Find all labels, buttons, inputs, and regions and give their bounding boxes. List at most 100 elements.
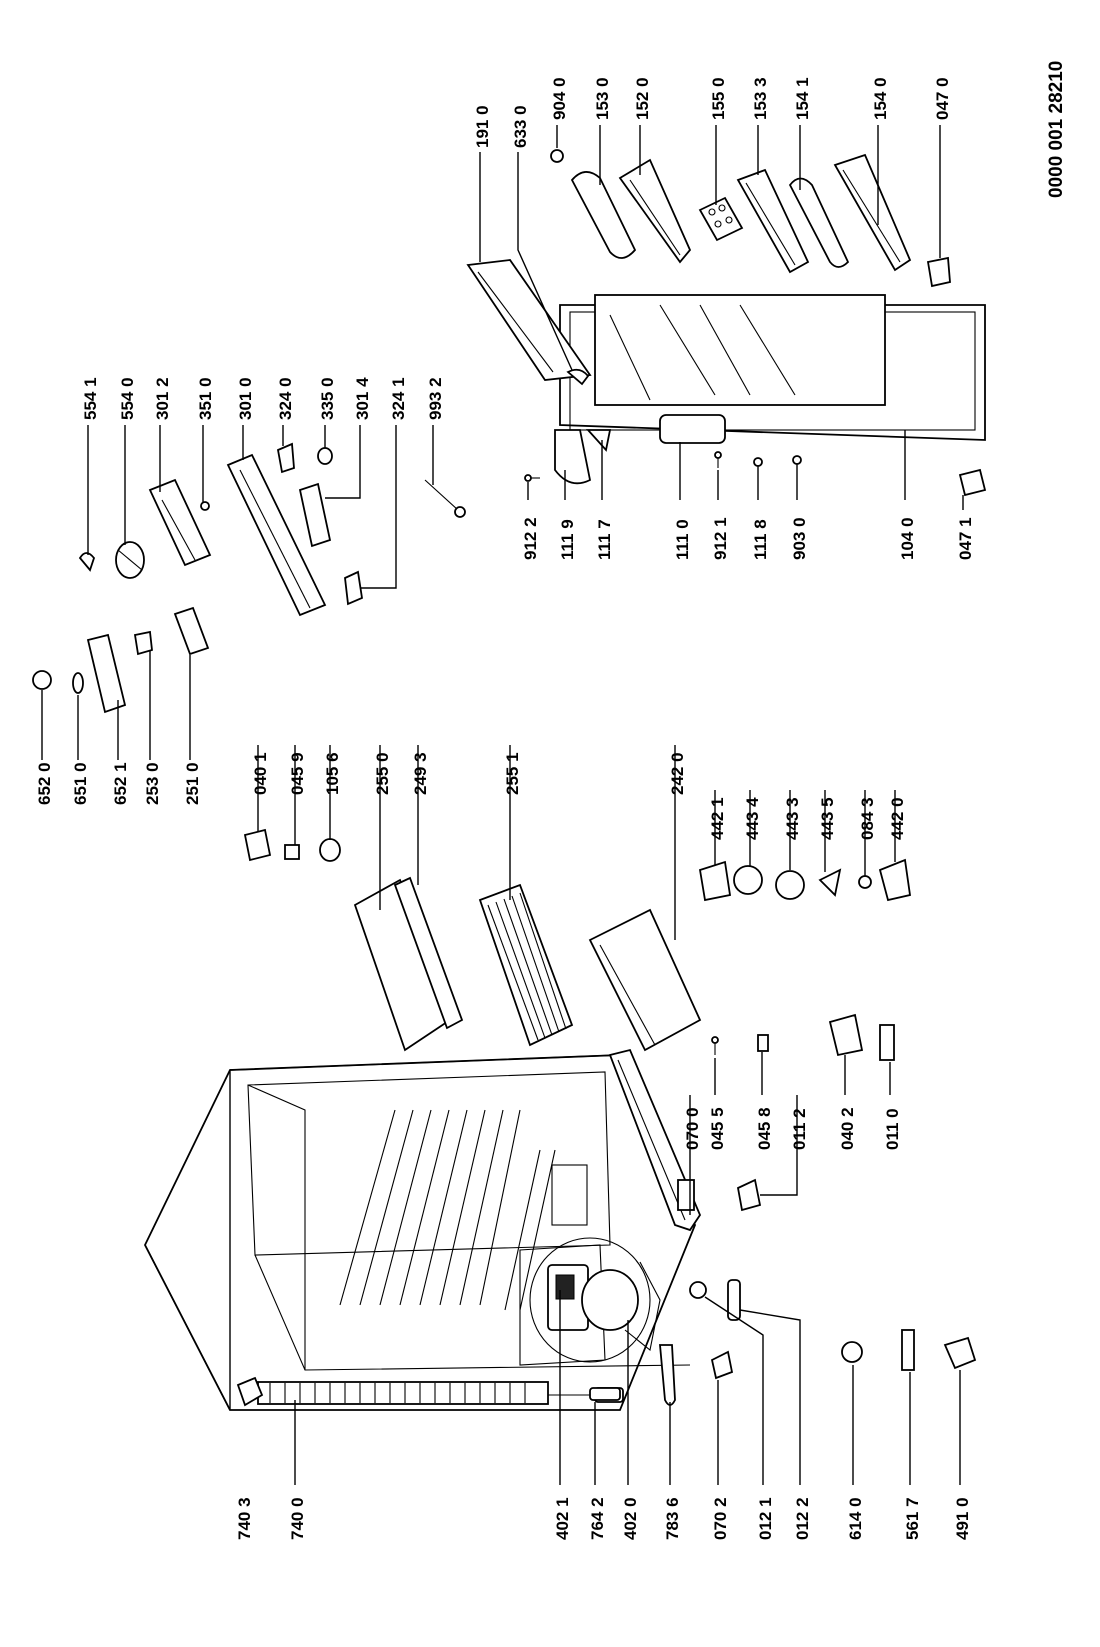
part-047-1 bbox=[958, 468, 987, 497]
label-912-2: 912 2 bbox=[521, 517, 540, 560]
label-651-0: 651 0 bbox=[71, 762, 90, 805]
part-324-0 bbox=[276, 442, 295, 474]
part-070-2 bbox=[710, 1350, 734, 1380]
part-764-2 bbox=[589, 1387, 621, 1401]
part-105-6 bbox=[319, 838, 341, 862]
label-904-0: 904 0 bbox=[550, 77, 569, 120]
label-040-1: 040 1 bbox=[251, 752, 270, 795]
part-614-0 bbox=[841, 1341, 863, 1363]
label-111-0: 111 0 bbox=[673, 519, 692, 560]
label-912-1: 912 1 bbox=[711, 517, 730, 560]
wire-shelf-255-1 bbox=[478, 883, 574, 1047]
part-554-1 bbox=[78, 552, 96, 572]
label-011-2: 011 2 bbox=[790, 1108, 809, 1150]
label-301-2: 301 2 bbox=[153, 377, 172, 420]
label-249-3: 249 3 bbox=[411, 752, 430, 795]
label-045-5: 045 5 bbox=[708, 1107, 727, 1150]
label-242-0: 242 0 bbox=[668, 752, 687, 795]
part-904-0 bbox=[550, 149, 564, 163]
part-045-9 bbox=[284, 844, 300, 860]
fan-443-5 bbox=[818, 868, 842, 897]
part-443-3 bbox=[775, 870, 805, 900]
part-561-7 bbox=[901, 1329, 915, 1371]
label-104-0: 104 0 bbox=[898, 517, 917, 560]
label-011-0: 011 0 bbox=[883, 1108, 902, 1150]
part-903-0 bbox=[792, 455, 802, 465]
part-045-5 bbox=[711, 1036, 719, 1055]
label-335-0: 335 0 bbox=[318, 377, 337, 420]
tube-783-6 bbox=[659, 1344, 676, 1406]
label-154-1: 154 1 bbox=[793, 77, 812, 120]
label-153-3: 153 3 bbox=[751, 77, 770, 120]
part-740-3 bbox=[236, 1376, 264, 1407]
part-651-0 bbox=[72, 672, 84, 694]
part-084-3 bbox=[858, 875, 872, 889]
label-324-0: 324 0 bbox=[276, 377, 295, 420]
label-351-0: 351 0 bbox=[196, 377, 215, 420]
control-panel-301-0 bbox=[226, 453, 327, 617]
label-783-6: 783 6 bbox=[663, 1497, 682, 1540]
part-652-1 bbox=[86, 633, 127, 714]
door-shelf-153-0 bbox=[570, 171, 637, 259]
part-040-1 bbox=[243, 828, 272, 862]
label-554-0: 554 0 bbox=[118, 377, 137, 420]
label-301-0: 301 0 bbox=[236, 377, 255, 420]
label-154-0: 154 0 bbox=[871, 77, 890, 120]
part-011-0 bbox=[879, 1024, 895, 1061]
label-402-1: 402 1 bbox=[553, 1497, 572, 1540]
label-614-0: 614 0 bbox=[846, 1497, 865, 1540]
label-045-8: 045 8 bbox=[755, 1107, 774, 1150]
label-443-4: 443 4 bbox=[743, 797, 762, 840]
part-011-2 bbox=[736, 1178, 762, 1212]
label-442-1: 442 1 bbox=[708, 797, 727, 840]
part-253-0 bbox=[133, 630, 153, 656]
label-903-0: 903 0 bbox=[790, 517, 809, 560]
knob-335-0 bbox=[317, 447, 333, 465]
label-111-8: 111 8 bbox=[751, 519, 770, 560]
label-402-0: 402 0 bbox=[621, 1497, 640, 1540]
part-442-1 bbox=[698, 860, 732, 902]
part-443-4 bbox=[733, 865, 763, 895]
shelf-trim-249-3 bbox=[393, 876, 464, 1030]
crisper-drawer-242-0 bbox=[588, 908, 702, 1052]
label-047-1: 047 1 bbox=[956, 517, 975, 560]
screw-912-2 bbox=[524, 474, 540, 482]
document-number: 0000 001 28210 bbox=[1046, 61, 1067, 198]
door-trim-191-0 bbox=[466, 259, 592, 381]
part-301-4 bbox=[298, 482, 332, 548]
label-301-4: 301 4 bbox=[353, 377, 372, 420]
spring-554-0 bbox=[115, 541, 145, 579]
label-012-2: 012 2 bbox=[793, 1497, 812, 1540]
label-012-1: 012 1 bbox=[756, 1497, 775, 1540]
label-040-2: 040 2 bbox=[838, 1107, 857, 1150]
part-labels: 652 0 651 0 652 1 253 0 251 0 554 1 554 … bbox=[35, 77, 975, 1540]
label-152-0: 152 0 bbox=[633, 77, 652, 120]
hinge-111-7 bbox=[585, 429, 612, 452]
label-191-0: 191 0 bbox=[473, 105, 492, 148]
label-105-6: 105 6 bbox=[323, 752, 342, 795]
label-251-0: 251 0 bbox=[183, 762, 202, 805]
hinge-cover-111-9 bbox=[554, 429, 592, 485]
door-shelf-153-3 bbox=[736, 168, 810, 274]
label-111-9: 111 9 bbox=[558, 519, 577, 560]
part-351-0 bbox=[200, 501, 210, 511]
label-047-0: 047 0 bbox=[933, 77, 952, 120]
label-561-7: 561 7 bbox=[903, 1497, 922, 1540]
label-255-0: 255 0 bbox=[373, 752, 392, 795]
label-633-0: 633 0 bbox=[511, 105, 530, 148]
part-324-1 bbox=[344, 570, 363, 606]
part-251-0 bbox=[173, 606, 210, 656]
label-554-1: 554 1 bbox=[81, 377, 100, 420]
label-491-0: 491 0 bbox=[953, 1497, 972, 1540]
cabinet-body bbox=[143, 1054, 696, 1411]
part-633-0 bbox=[566, 368, 590, 386]
leader-lines bbox=[41, 125, 964, 1485]
screw-912-1 bbox=[714, 451, 722, 468]
door-shelf-154-1 bbox=[788, 177, 850, 268]
label-443-3: 443 3 bbox=[783, 797, 802, 840]
control-box-301-2 bbox=[148, 478, 212, 567]
label-443-5: 443 5 bbox=[818, 797, 837, 840]
label-084-3: 084 3 bbox=[858, 797, 877, 840]
door-shelf-154-0 bbox=[833, 153, 912, 272]
